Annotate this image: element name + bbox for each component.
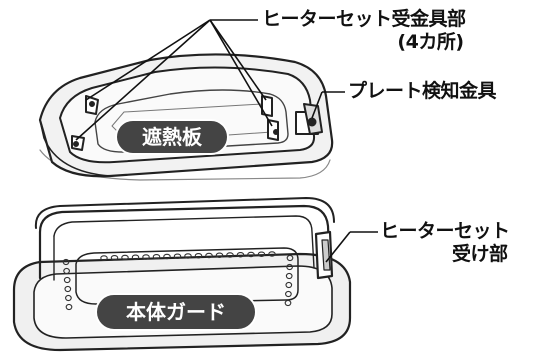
- heater-set-receiver-label: ヒーターセット受金具部: [262, 8, 466, 30]
- vent-hole: [110, 255, 119, 261]
- vent-holes-left: [62, 258, 73, 311]
- vent-hole: [184, 253, 192, 259]
- vent-hole: [268, 251, 276, 257]
- body-guard-label: 本体ガード: [126, 300, 226, 324]
- vent-hole: [286, 263, 293, 271]
- vent-hole: [194, 253, 203, 259]
- vent-holes-top: [100, 251, 276, 261]
- vent-hole: [285, 281, 293, 289]
- vent-hole: [64, 285, 72, 293]
- vent-holes-right: [284, 254, 294, 307]
- vent-hole: [215, 252, 224, 259]
- plate-sensor-label: プレート検知金具: [348, 80, 497, 102]
- vent-hole: [63, 267, 70, 275]
- vent-hole: [285, 272, 293, 280]
- vent-hole: [62, 258, 70, 266]
- vent-hole: [100, 255, 108, 261]
- heat-shield-pill: 遮熱板: [115, 119, 229, 155]
- vent-hole: [65, 294, 72, 302]
- heater-set-holder-sub: 受け部: [452, 243, 508, 265]
- upper-leader-lines: [75, 19, 345, 141]
- heater-set-holder-callout: ヒーターセット 受け部: [380, 220, 510, 266]
- plate-sensor-callout: プレート検知金具: [348, 80, 497, 103]
- vent-hole: [142, 254, 150, 260]
- vent-hole: [226, 252, 234, 258]
- vent-hole: [152, 254, 161, 260]
- heater-set-receiver-callout: ヒーターセット受金具部 (4カ所): [262, 8, 466, 54]
- vent-hole: [205, 252, 213, 259]
- heater-set-holder: [314, 230, 334, 280]
- vent-hole: [236, 252, 245, 258]
- vent-hole: [163, 253, 171, 260]
- vent-hole: [63, 276, 71, 284]
- vent-hole: [247, 251, 255, 258]
- heat-shield-label: 遮熱板: [142, 125, 203, 149]
- vent-hole: [284, 299, 292, 307]
- body-guard-pill: 本体ガード: [95, 293, 257, 331]
- plate-detection-fitting: [295, 103, 323, 135]
- vent-hole: [173, 253, 182, 260]
- vent-hole: [65, 303, 73, 311]
- heater-set-holder-label: ヒーターセット: [380, 220, 510, 242]
- lower-leader-lines: [325, 231, 378, 263]
- vent-hole: [257, 251, 266, 258]
- heat-shield-illustration: [38, 53, 334, 181]
- vent-hole: [286, 254, 294, 262]
- heater-set-receiver-count: (4カ所): [397, 31, 464, 53]
- vent-hole: [131, 254, 140, 261]
- vent-hole: [285, 290, 292, 298]
- vent-hole: [121, 254, 129, 261]
